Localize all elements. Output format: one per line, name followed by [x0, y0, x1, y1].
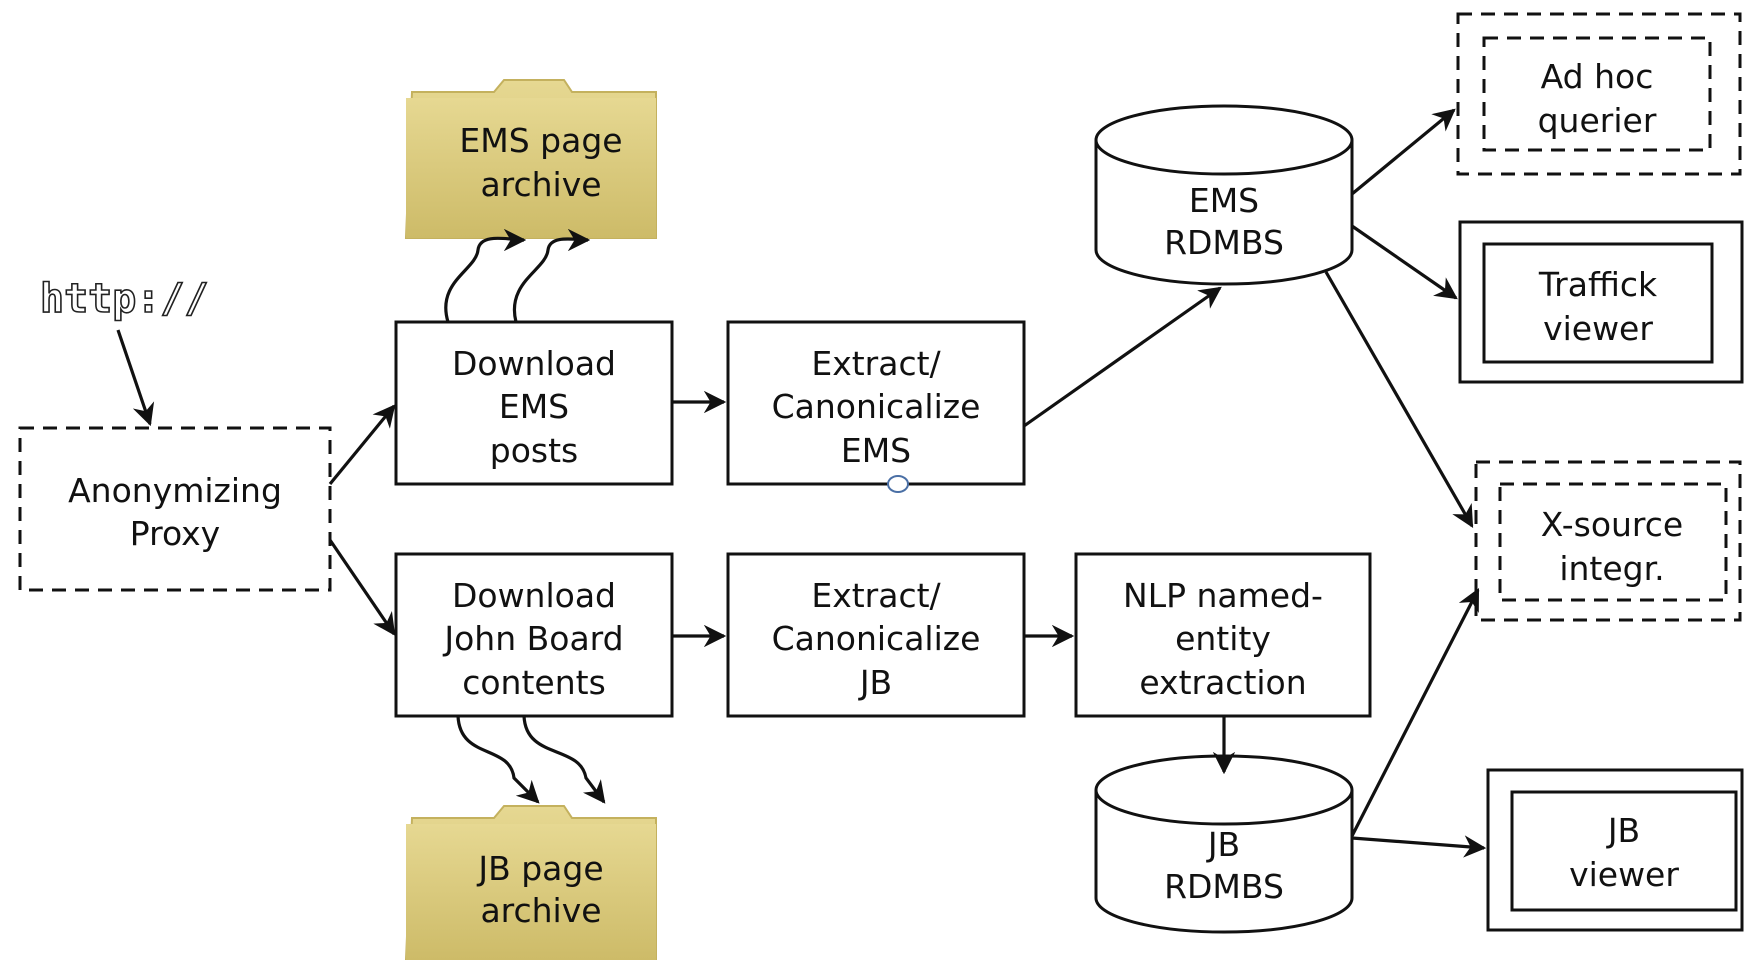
ems-archive-line-2: archive [480, 165, 601, 204]
extract-ems-line-3: EMS [841, 431, 911, 470]
nlp-node: NLP named- entity extraction [1074, 552, 1372, 718]
nlp-line-3: extraction [1139, 663, 1306, 702]
ems-archive-line-1: EMS page [459, 121, 622, 160]
jb-viewer-line-1: JB [1606, 811, 1640, 850]
edge-download-ems-to-archive-2 [512, 228, 591, 323]
edge-url-to-proxy [116, 329, 155, 427]
url-source: http:// [39, 275, 209, 323]
edge-download-jb-to-archive-2 [522, 715, 606, 804]
proxy-line-2: Proxy [130, 514, 220, 553]
jb-db-line-1: JB [1206, 825, 1240, 864]
download-ems-line-1: Download [452, 344, 616, 383]
xsource-line-1: X-source [1541, 505, 1683, 544]
extract-ems-line-2: Canonicalize [772, 387, 981, 426]
ems-archive-folder: EMS page archive [404, 79, 657, 239]
nlp-line-1: NLP named- [1123, 576, 1323, 615]
edge-download-ems-to-archive-1 [444, 228, 527, 323]
extract-jb-line-3: JB [858, 663, 892, 702]
adhoc-querier-node: Ad hoc querier [1456, 12, 1742, 176]
xsource-node: X-source integr. [1474, 460, 1742, 622]
download-ems-line-3: posts [490, 431, 578, 470]
anonymizing-proxy-node: Anonymizing Proxy [18, 426, 332, 592]
adhoc-line-2: querier [1538, 101, 1657, 140]
adhoc-line-1: Ad hoc [1541, 57, 1654, 96]
edge-proxy-to-download-jb [328, 539, 396, 636]
extract-jb-node: Extract/ Canonicalize JB [726, 552, 1026, 718]
edges [116, 108, 1487, 858]
jb-viewer-node: JB viewer [1486, 768, 1744, 932]
traffick-line-2: viewer [1543, 309, 1653, 348]
edge-ems-db-to-xsource [1324, 271, 1474, 528]
edge-ems-db-to-adhoc [1350, 108, 1456, 196]
edge-jb-db-to-xsource [1350, 588, 1480, 837]
jb-database: JB RDMBS [1094, 754, 1354, 934]
download-ems-node: Download EMS posts [394, 320, 674, 486]
traffick-viewer-node: Traffick viewer [1458, 220, 1744, 384]
ems-db-line-1: EMS [1189, 181, 1259, 220]
extract-jb-line-1: Extract/ [811, 576, 941, 615]
extract-ems-line-1: Extract/ [811, 344, 941, 383]
url-label: http:// [40, 276, 209, 322]
traffick-line-1: Traffick [1538, 265, 1658, 304]
download-jb-line-2: John Board [442, 619, 623, 658]
jb-archive-folder: JB page archive [404, 805, 657, 960]
nlp-line-2: entity [1175, 619, 1271, 658]
download-jb-line-3: contents [462, 663, 606, 702]
extract-ems-node: Extract/ Canonicalize EMS [726, 320, 1026, 493]
xsource-line-2: integr. [1559, 549, 1664, 588]
proxy-line-1: Anonymizing [68, 471, 282, 510]
edge-extract-ems-to-db [1023, 286, 1222, 428]
extract-jb-line-2: Canonicalize [772, 619, 981, 658]
edge-proxy-to-download-ems [328, 404, 396, 486]
jb-viewer-line-2: viewer [1569, 855, 1679, 894]
edge-ems-db-to-traffick [1351, 224, 1458, 300]
ems-db-line-2: RDMBS [1164, 223, 1284, 262]
download-jb-line-1: Download [452, 576, 616, 615]
jb-db-line-2: RDMBS [1164, 867, 1284, 906]
download-jb-node: Download John Board contents [394, 552, 674, 718]
edge-download-jb-to-archive-1 [456, 715, 540, 804]
ems-database: EMS RDMBS [1094, 104, 1354, 286]
connection-handle[interactable] [887, 475, 909, 493]
edge-jb-db-to-jb-viewer [1351, 835, 1487, 858]
download-ems-line-2: EMS [499, 387, 569, 426]
jb-archive-line-1: JB page [476, 849, 603, 888]
jb-archive-line-2: archive [480, 891, 601, 930]
